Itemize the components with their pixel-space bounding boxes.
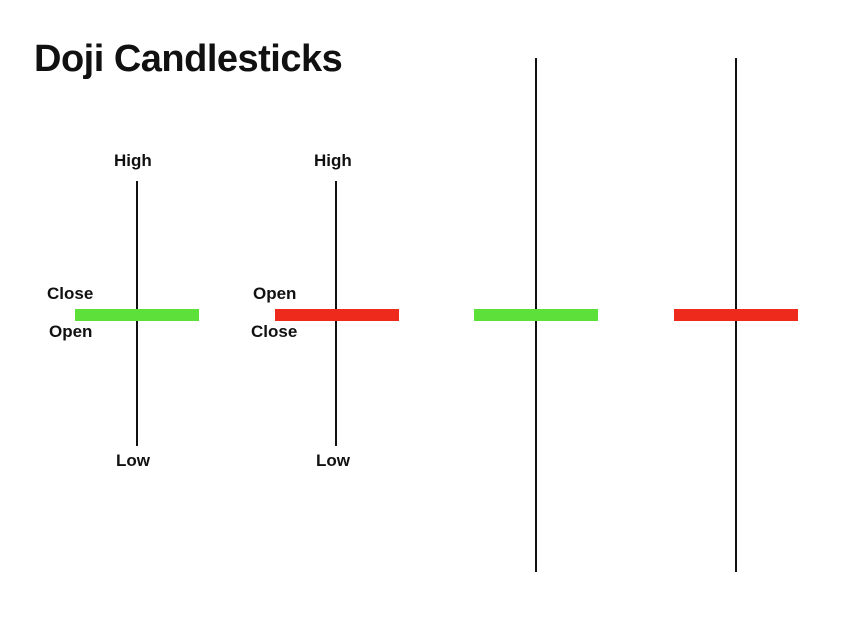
candle-1-high-label: High [114, 151, 152, 170]
candle-1-low-label: Low [116, 451, 150, 470]
candle-2-open-label: Open [253, 284, 297, 303]
candle-2-close-label: Close [251, 322, 298, 341]
candle-2-low-label: Low [316, 451, 350, 470]
candle-4-body [674, 309, 798, 321]
page-title: Doji Candlesticks [34, 38, 343, 80]
candle-1-open-label: Open [49, 322, 93, 341]
candle-2-body [275, 309, 399, 321]
candle-1-close-label: Close [47, 284, 94, 303]
candle-2-high-label: High [314, 151, 352, 170]
candle-1-body [75, 309, 199, 321]
candle-3-body [474, 309, 598, 321]
